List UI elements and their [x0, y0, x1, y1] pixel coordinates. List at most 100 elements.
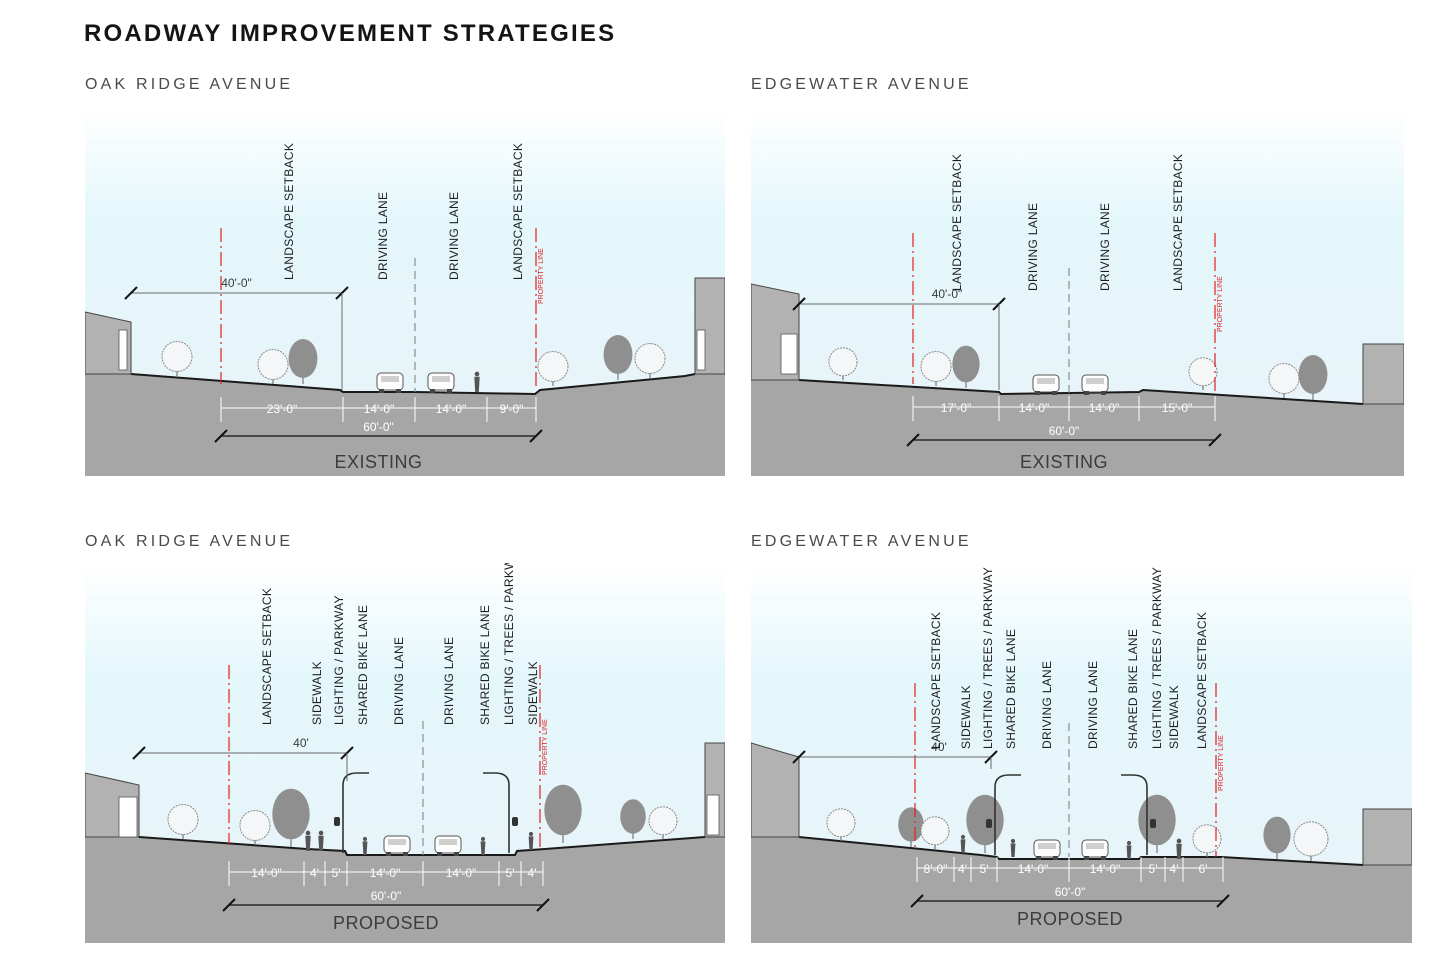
dimension-tick: [536, 898, 550, 912]
property-line-label: PROPERTY LINE: [1218, 735, 1225, 791]
phase-label: EXISTING: [334, 452, 422, 472]
tree-canopy: [239, 810, 271, 841]
tree-canopy: [603, 334, 633, 375]
car-window: [1038, 843, 1056, 849]
dimension-tick: [792, 297, 806, 311]
ground-profile: [751, 284, 1404, 476]
segment-dimension-label: 14'-0": [1089, 401, 1120, 415]
segment-dimension-label: 6': [1199, 862, 1208, 876]
zone-label: LANDSCAPE SETBACK: [282, 143, 296, 280]
car-wheel: [454, 852, 459, 856]
dimension-tick: [910, 894, 924, 908]
car-window: [381, 376, 399, 382]
car-wheel: [447, 389, 452, 393]
zone-label: LIGHTING / TREES / PARKWAY: [502, 563, 516, 725]
zone-label: LIGHTING / TREES / PARKWAY: [1150, 567, 1164, 749]
top-dimension-label: 40': [931, 740, 947, 754]
lamp-banner: [512, 817, 518, 826]
dimension-tick: [1208, 433, 1222, 447]
total-width-label: 60'-0": [1049, 424, 1080, 438]
segment-dimension-label: 14'-0": [1019, 401, 1050, 415]
panel-title-oak-proposed: OAK RIDGE AVENUE: [85, 533, 294, 550]
zone-label: SHARED BIKE LANE: [1126, 629, 1140, 749]
tree-canopy: [537, 351, 569, 382]
car-wheel: [1084, 856, 1089, 860]
building-window: [706, 794, 720, 836]
pedestrian-body: [1010, 843, 1016, 857]
car-wheel: [396, 389, 401, 393]
ground-surface-line: [130, 373, 696, 396]
car-window: [1037, 378, 1055, 384]
phase-label: PROPOSED: [333, 913, 439, 933]
car-wheel: [1053, 856, 1058, 860]
segment-dimension-label: 5': [506, 866, 515, 880]
tree-canopy: [648, 806, 678, 836]
zone-label: LANDSCAPE SETBACK: [1195, 612, 1209, 749]
tree-canopy: [272, 788, 310, 840]
tree-canopy: [161, 341, 193, 372]
car-wheel: [1052, 391, 1057, 395]
pedestrian-body: [318, 835, 324, 851]
segment-dimension-label: 9'-0": [500, 402, 524, 416]
pedestrian-head: [305, 830, 311, 836]
zone-label: DRIVING LANE: [447, 192, 461, 280]
tree-canopy: [952, 345, 980, 383]
pedestrian-head: [480, 836, 486, 842]
phase-label: EXISTING: [1020, 452, 1108, 472]
dimension-tick: [124, 286, 138, 300]
phase-label: PROPOSED: [1017, 909, 1123, 929]
building: [751, 742, 800, 838]
total-width-label: 60'-0": [363, 420, 394, 434]
car-wheel: [437, 852, 442, 856]
tree-canopy: [544, 784, 582, 836]
zone-label: SHARED BIKE LANE: [1004, 629, 1018, 749]
zone-label: LANDSCAPE SETBACK: [929, 612, 943, 749]
top-dimension-label: 40'-0": [221, 276, 252, 290]
total-width-label: 60'-0": [371, 889, 402, 903]
segment-dimension-label: 4': [528, 866, 537, 880]
car-wheel: [379, 389, 384, 393]
tree-canopy: [1293, 821, 1329, 857]
tree-canopy: [1298, 354, 1328, 395]
pedestrian-body: [305, 835, 311, 851]
tree-canopy: [828, 347, 858, 377]
zone-label: DRIVING LANE: [376, 192, 390, 280]
pedestrian-head: [362, 836, 368, 842]
pedestrian-body: [1176, 843, 1182, 859]
segment-dimension-label: 14'-0": [370, 866, 401, 880]
tree-canopy: [620, 799, 646, 834]
zone-label: DRIVING LANE: [1098, 203, 1112, 291]
car-wheel: [386, 852, 391, 856]
zone-label: SIDEWALK: [959, 685, 973, 749]
building: [1362, 343, 1404, 405]
car-wheel: [1036, 856, 1041, 860]
ground-profile: [85, 278, 725, 476]
dimension-tick: [222, 898, 236, 912]
tree-canopy: [167, 804, 199, 835]
ground-surface-line: [798, 379, 1364, 405]
segment-dimension-label: 4': [1170, 862, 1179, 876]
segment-dimension-label: 14'-0": [1018, 862, 1049, 876]
zone-label: SHARED BIKE LANE: [478, 605, 492, 725]
tree-canopy: [1192, 824, 1222, 854]
pedestrian-body: [362, 841, 368, 855]
ground-profile: [751, 743, 1412, 943]
zone-label: LANDSCAPE SETBACK: [260, 588, 274, 725]
ground-profile: [85, 743, 725, 943]
lamp-banner: [334, 817, 340, 826]
pedestrian-head: [528, 831, 534, 837]
pedestrian-head: [474, 371, 480, 377]
zone-label: LANDSCAPE SETBACK: [511, 143, 525, 280]
segment-dimension-label: 4': [958, 862, 967, 876]
pedestrian-head: [318, 830, 324, 836]
tree-canopy: [920, 351, 952, 382]
ground-surface-line: [138, 836, 706, 856]
segment-dimension-label: 4': [310, 866, 319, 880]
pedestrian-body: [528, 836, 534, 850]
tree-canopy: [1188, 357, 1218, 387]
tree-canopy: [1268, 363, 1300, 394]
tree-canopy: [966, 794, 1004, 846]
car-window: [1086, 378, 1104, 384]
